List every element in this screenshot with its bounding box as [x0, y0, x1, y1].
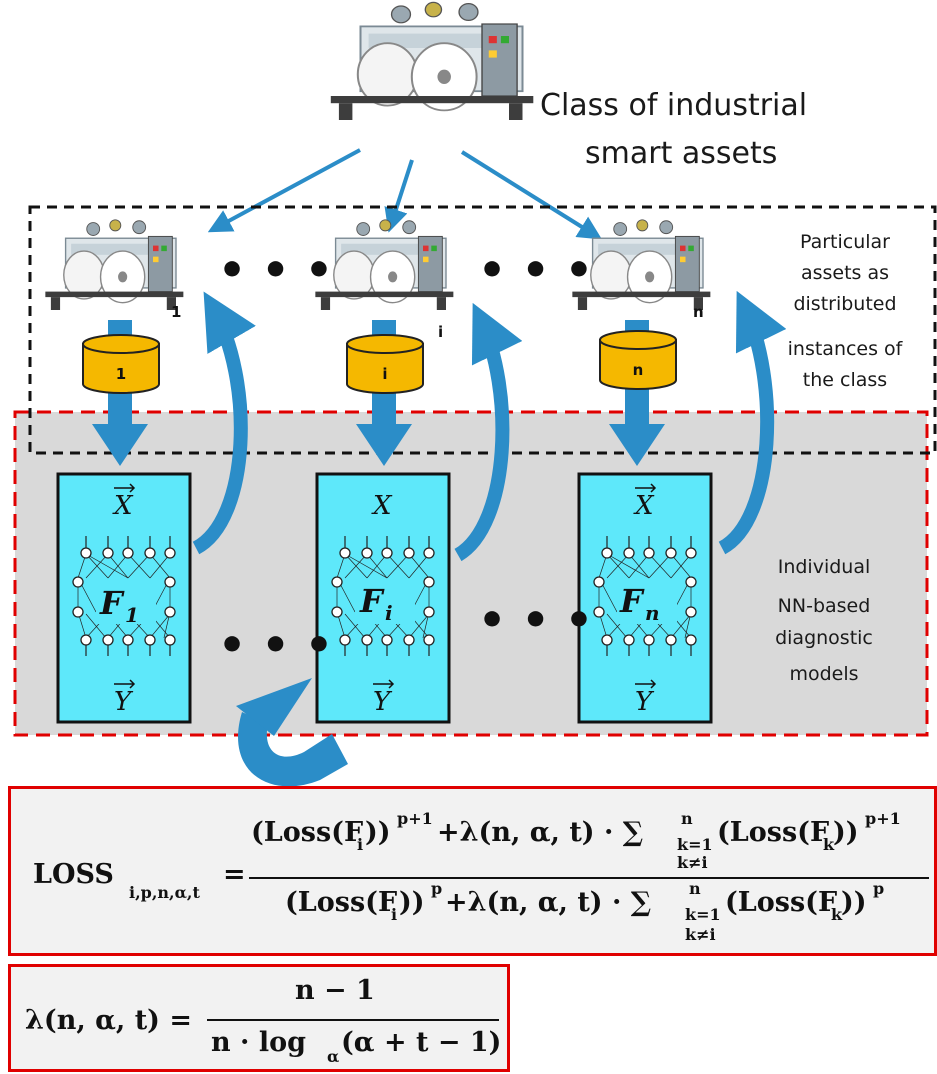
den-sum-lower: k=1 [685, 905, 721, 924]
models-ellipsis-2: • • • [478, 595, 593, 646]
input-vector-i: X [371, 491, 393, 521]
class-title-line1: Class of industrial [540, 88, 807, 123]
lambda-den-prefix: n · log [211, 1027, 306, 1058]
database-i [346, 334, 424, 394]
models-label-line-1: Individual [778, 556, 871, 578]
output-vector-1: Y [114, 679, 136, 717]
models-label-line-4: models [789, 663, 858, 685]
database-label-n: n [633, 361, 644, 379]
database-label-i: i [382, 365, 387, 383]
feedback-arrow-i [454, 302, 523, 562]
data-arrow-n [609, 320, 665, 466]
svg-text:Y: Y [635, 687, 655, 717]
instances-label: Particular assets as distributed instanc… [788, 231, 904, 391]
lambda-lhs: λ(n, α, t) = [25, 1005, 192, 1036]
asset-index-n: n [693, 303, 704, 321]
model-box-i [315, 472, 451, 724]
database-label-1: 1 [116, 365, 126, 383]
loss-equals: = [223, 859, 246, 890]
svg-text:Y: Y [114, 687, 134, 717]
instances-ellipsis-1: • • • [218, 245, 333, 296]
loss-fraction-bar [249, 877, 929, 879]
model-box-n [577, 472, 713, 724]
class-machine-image [329, 1, 535, 122]
num-right-close: )) [833, 817, 859, 848]
instances-label-line-2: assets as [801, 262, 889, 284]
lambda-den-suffix: (α + t − 1) [341, 1027, 502, 1058]
model-name-n: F [619, 582, 645, 620]
den-right-close: )) [841, 887, 867, 918]
lambda-numerator: n − 1 [295, 975, 375, 1006]
database-1 [82, 334, 160, 394]
num-sum-upper: n [681, 809, 693, 828]
class-to-instance-arrows [207, 148, 603, 240]
num-condition: k≠i [677, 853, 708, 872]
models-label-line-3: diagnostic [775, 627, 873, 649]
input-vector-1: X [112, 483, 136, 521]
den-sum-upper: n [689, 879, 701, 898]
self-update-arrow [236, 678, 348, 787]
num-right: (Loss(F [717, 817, 830, 848]
instances-label-line-3: distributed [793, 293, 896, 315]
model-name-1: F [99, 584, 125, 622]
svg-text:X: X [112, 491, 134, 521]
den-right: (Loss(F [725, 887, 838, 918]
feedback-arrows [192, 290, 787, 562]
loss-lhs-subscript: i,p,n,α,t [129, 883, 200, 902]
arrow-to-asset-1 [207, 148, 361, 233]
num-mid: +λ(n, α, t) · ∑ [437, 817, 644, 848]
models-label-line-2: NN-based [778, 595, 871, 617]
lambda-den-sub: α [327, 1047, 340, 1066]
model-subscript-n: n [645, 601, 660, 625]
den-condition: k≠i [685, 925, 716, 944]
model-subscript-1: 1 [125, 603, 139, 627]
instances-ellipsis-2: • • • [478, 245, 593, 296]
asset-machine-1 [44, 219, 185, 311]
num-left-close: )) [365, 817, 391, 848]
input-vector-n: X [633, 483, 657, 521]
num-left-exp: p+1 [397, 809, 433, 828]
asset-index-1: 1 [171, 303, 181, 321]
database-n [599, 330, 677, 390]
output-vector-n: Y [635, 679, 657, 717]
den-left-close: )) [399, 887, 425, 918]
loss-formula-box: LOSS i,p,n,α,t = (Loss(F i )) p+1 +λ(n, … [8, 786, 937, 956]
svg-text:Y: Y [373, 687, 393, 717]
model-box-1 [56, 472, 192, 724]
den-mid: +λ(n, α, t) · ∑ [445, 887, 652, 918]
lambda-fraction-bar [207, 1019, 499, 1021]
num-right-exp: p+1 [865, 809, 901, 828]
feedback-arrow-n [718, 290, 787, 555]
arrow-to-asset-n [460, 150, 603, 240]
class-title-line2: smart assets [585, 136, 777, 171]
den-left-exp: p [431, 879, 443, 898]
den-right-exp: p [873, 879, 885, 898]
instances-label-line-1: Particular [800, 231, 890, 253]
lambda-formula-box: λ(n, α, t) = n − 1 n · log α (α + t − 1) [8, 964, 510, 1072]
instances-label-line-4: instances of [788, 338, 904, 360]
asset-machine-i [314, 219, 455, 311]
models-ellipsis-1: • • • [218, 620, 333, 671]
num-sum-lower: k=1 [677, 835, 713, 854]
model-subscript-i: i [385, 601, 393, 625]
den-right-sub: k [831, 905, 843, 924]
svg-text:X: X [633, 491, 655, 521]
feedback-arrow-1 [192, 291, 256, 555]
asset-index-i: i [438, 323, 443, 341]
vector-labels: X Y X Y X Y [112, 483, 657, 717]
den-left: (Loss(F [285, 887, 398, 918]
instances-panel [28, 205, 937, 455]
arrow-to-asset-i [384, 159, 414, 233]
output-vector-i: Y [373, 679, 395, 717]
num-left-sub: i [357, 835, 364, 854]
den-left-sub: i [391, 905, 398, 924]
model-name-i: F [359, 582, 385, 620]
svg-text:X: X [371, 491, 393, 521]
instances-label-line-5: the class [803, 369, 887, 391]
num-left: (Loss(F [251, 817, 364, 848]
num-right-sub: k [823, 835, 835, 854]
loss-lhs: LOSS [33, 859, 114, 890]
